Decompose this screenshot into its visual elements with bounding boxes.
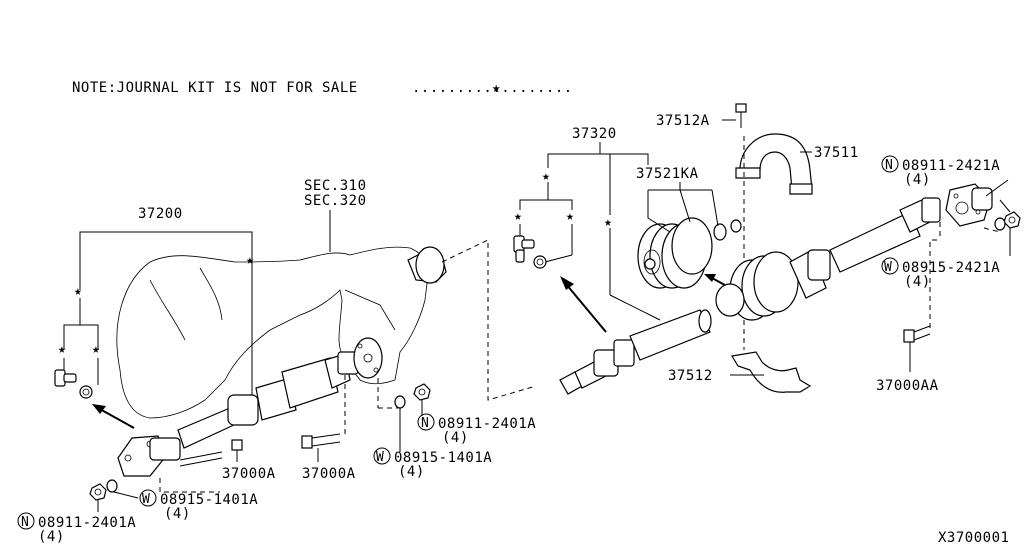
label-37512a: 37512A [656,113,710,129]
washer-marker-front-left: W [139,489,157,507]
label-37521ka: 37521KA [636,166,699,182]
arrow-left-icon [92,404,135,429]
label-08911-2401a-mid: 08911-2401A [438,416,536,432]
star-icon: ★ [514,209,522,224]
washer-marker-mid: W [373,447,391,465]
journal-kit-right [513,235,547,269]
arrow-right-icon [560,276,607,333]
nut-mid [413,383,431,401]
rear-shaft-rear-section [715,197,941,321]
rear-flange [945,183,993,227]
label-37511: 37511 [814,145,859,161]
washer-front-left [106,479,118,493]
washer-marker-icon: W [142,492,150,507]
front-propeller-shaft [117,337,383,477]
rear-shaft-front-section [559,309,712,395]
star-icon: ★ [604,215,612,230]
bolt-rear [903,325,931,372]
washer-rear [994,217,1006,231]
label-37000aa: 37000AA [876,378,939,394]
nut-marker-front-left: N [17,512,35,530]
note-star-icon: ★ [492,80,501,96]
transmission-housing [116,246,447,419]
label-37000a-2: 37000A [302,466,356,482]
nut-front-left [89,483,107,501]
bearing-bracket-upper [735,133,813,195]
nut-marker-icon: N [21,515,29,530]
bolt-front-1 [179,439,243,467]
qty-08911-2401a-front: (4) [38,529,65,545]
label-08911-2401a-front: 08911-2401A [38,515,136,531]
label-37200-leader: 37200 ★ ★ ★ ★ [58,206,254,395]
star-icon: ★ [542,169,550,184]
label-sec-310: SEC.310 [304,178,367,194]
label-37320: 37320 [572,126,617,142]
center-bolt [735,103,747,128]
note-text: NOTE:JOURNAL KIT IS NOT FOR SALE [72,80,358,96]
label-08911-2421a: 08911-2421A [902,158,1000,174]
nut-marker-icon: N [885,158,893,173]
qty-08915-1401a-front: (4) [164,506,191,522]
nut-rear [1003,211,1021,229]
qty-08911-2421a: (4) [904,172,931,188]
star-icon: ★ [58,342,66,357]
washer-mid [394,395,406,409]
star-icon: ★ [74,284,82,299]
center-bearing [637,217,742,289]
nut-marker-icon: N [421,416,429,431]
note-leader: .................. [412,80,573,96]
washer-marker-rear: W [881,257,899,275]
star-icon: ★ [246,253,254,268]
label-37320-leader: 37320 ★ ★ ★ ★ [514,126,661,321]
qty-08915-2421a: (4) [904,274,931,290]
label-sec-320: SEC.320 [304,193,367,209]
qty-08911-2401a-mid: (4) [442,430,469,446]
bolt-front-2 [301,433,341,462]
star-icon: ★ [92,342,100,357]
washer-marker-icon: W [884,260,892,275]
label-37200: 37200 [138,206,183,222]
nut-marker-mid: N [417,413,435,431]
label-37512: 37512 [668,368,713,384]
label-08915-1401a-front: 08915-1401A [160,492,258,508]
diagram-id: X3700001 [938,530,1009,546]
label-37000a-1: 37000A [222,466,276,482]
washer-marker-icon: W [376,450,384,465]
nut-marker-rear: N [881,155,899,173]
bearing-bracket-lower [731,351,812,393]
label-08915-1401a-mid: 08915-1401A [394,450,492,466]
star-icon: ★ [566,209,574,224]
qty-08915-1401a-mid: (4) [398,464,425,480]
label-08915-2421a: 08915-2421A [902,260,1000,276]
journal-kit-left [54,369,93,399]
